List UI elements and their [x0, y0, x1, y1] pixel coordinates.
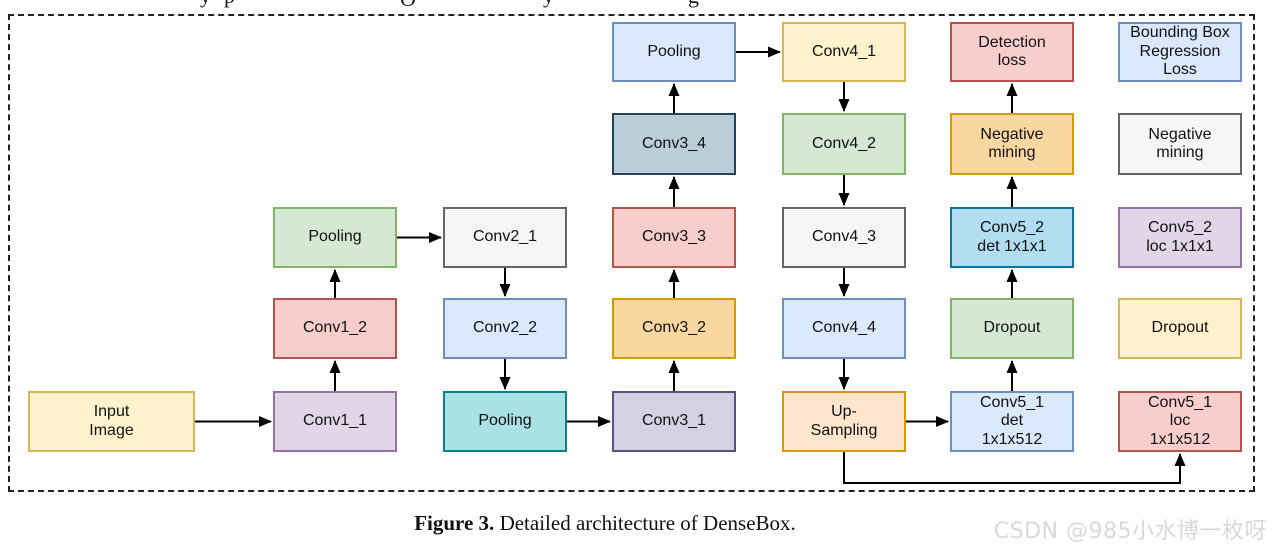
node-label-detection_loss: Detection loss: [978, 33, 1046, 69]
node-conv2_2: Conv2_2: [443, 298, 567, 359]
node-label-conv3_4: Conv3_4: [641, 134, 707, 152]
node-label-conv5_1_loc: Conv5_1 loc 1x1x512: [1147, 393, 1213, 448]
node-conv3_3: Conv3_3: [612, 207, 736, 268]
node-conv1_2: Conv1_2: [273, 298, 397, 359]
node-label-negative_mining_det: Negative mining: [980, 125, 1044, 161]
node-pooling_2: Pooling: [443, 391, 567, 452]
node-label-conv4_2: Conv4_2: [811, 134, 877, 152]
node-label-conv3_2: Conv3_2: [641, 319, 707, 337]
node-label-conv5_2_loc: Conv5_2 loc 1x1x1: [1146, 219, 1214, 255]
node-label-conv2_1: Conv2_1: [472, 228, 538, 246]
node-conv4_3: Conv4_3: [782, 207, 906, 268]
node-label-conv4_4: Conv4_4: [811, 319, 877, 337]
node-label-conv3_1: Conv3_1: [641, 412, 707, 430]
node-label-pooling_2: Pooling: [478, 412, 532, 430]
clipped-text-fragment: O: [400, 0, 416, 10]
node-bbox_regression_loss: Bounding Box Regression Loss: [1118, 22, 1242, 82]
node-label-input_image: Input Image: [89, 403, 134, 439]
clipped-text-fragment: y: [543, 0, 554, 7]
node-pooling_3: Pooling: [612, 22, 736, 82]
node-label-dropout_det: Dropout: [983, 319, 1041, 337]
watermark-text: CSDN @985小水博一枚呀: [993, 519, 1267, 544]
node-conv3_2: Conv3_2: [612, 298, 736, 359]
node-label-conv5_1_det: Conv5_1 det 1x1x512: [979, 393, 1045, 448]
node-pooling_1: Pooling: [273, 207, 397, 268]
node-conv2_1: Conv2_1: [443, 207, 567, 268]
clipped-text-fragment: y: [200, 0, 211, 7]
node-conv3_1: Conv3_1: [612, 391, 736, 452]
node-conv3_4: Conv3_4: [612, 113, 736, 175]
node-label-conv3_3: Conv3_3: [641, 228, 707, 246]
node-dropout_det: Dropout: [950, 298, 1074, 359]
node-negative_mining_det: Negative mining: [950, 113, 1074, 175]
node-input_image: Input Image: [28, 391, 195, 452]
node-label-conv5_2_det: Conv5_2 det 1x1x1: [977, 219, 1047, 255]
figure-caption-number: Figure 3.: [414, 511, 495, 535]
node-conv4_2: Conv4_2: [782, 113, 906, 175]
node-conv5_2_det: Conv5_2 det 1x1x1: [950, 207, 1074, 268]
figure-caption: Figure 3. Detailed architecture of Dense…: [0, 511, 1210, 536]
node-label-dropout_loc: Dropout: [1151, 319, 1209, 337]
node-label-conv4_1: Conv4_1: [811, 42, 877, 60]
node-label-conv1_1: Conv1_1: [302, 412, 368, 430]
clipped-text-fragment: p: [224, 0, 235, 7]
node-conv5_1_det: Conv5_1 det 1x1x512: [950, 391, 1074, 452]
node-label-conv4_3: Conv4_3: [811, 228, 877, 246]
node-label-pooling_1: Pooling: [308, 228, 362, 246]
node-up_sampling: Up- Sampling: [782, 391, 906, 452]
node-label-conv2_2: Conv2_2: [472, 319, 538, 337]
node-conv4_4: Conv4_4: [782, 298, 906, 359]
node-label-negative_mining_loc: Negative mining: [1148, 125, 1212, 161]
node-conv4_1: Conv4_1: [782, 22, 906, 82]
figure-dashed-frame: [8, 14, 1255, 492]
clipped-top-text: y p Oy g: [0, 0, 1273, 10]
node-label-conv1_2: Conv1_2: [302, 319, 368, 337]
node-label-bbox_regression_loss: Bounding Box Regression Loss: [1130, 24, 1230, 79]
node-label-up_sampling: Up- Sampling: [810, 403, 878, 439]
node-label-pooling_3: Pooling: [647, 42, 701, 60]
node-conv1_1: Conv1_1: [273, 391, 397, 452]
node-negative_mining_loc: Negative mining: [1118, 113, 1242, 175]
node-conv5_2_loc: Conv5_2 loc 1x1x1: [1118, 207, 1242, 268]
node-dropout_loc: Dropout: [1118, 298, 1242, 359]
node-conv5_1_loc: Conv5_1 loc 1x1x512: [1118, 391, 1242, 452]
figure-caption-text: Detailed architecture of DenseBox.: [494, 511, 796, 535]
clipped-text-fragment: g: [688, 0, 699, 7]
node-detection_loss: Detection loss: [950, 22, 1074, 82]
